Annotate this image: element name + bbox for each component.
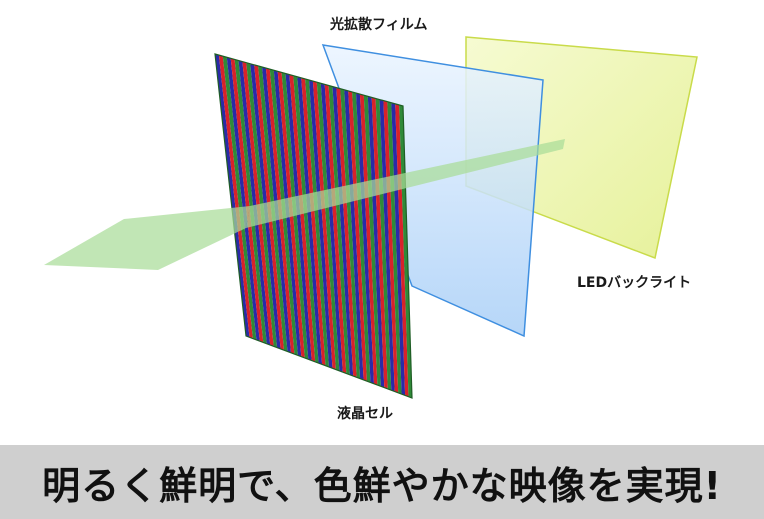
lcd-stripe <box>340 88 361 379</box>
lcd-stripe <box>226 57 260 342</box>
light-arrow-body <box>246 139 565 228</box>
lcd-stripe <box>363 95 381 387</box>
headline-text: 明るく鮮明で、色鮮やかな映像を実現! <box>42 464 722 508</box>
lcd-stripe <box>387 101 402 395</box>
lcd-label: 液晶セル <box>337 406 393 422</box>
lcd-stripe <box>238 60 271 345</box>
lcd-stripe <box>371 97 388 390</box>
lcd-stripe <box>285 73 312 361</box>
lcd-stripe <box>375 98 392 391</box>
lcd-stripe <box>344 89 364 380</box>
backlight-label: LEDバックライト <box>577 275 692 291</box>
lcd-stripe <box>332 86 354 376</box>
lcd-stripe <box>328 85 350 375</box>
lcd-stripe <box>352 91 371 383</box>
layer-diagram <box>44 36 698 399</box>
lcd-stripe <box>379 99 395 392</box>
lcd-stripe <box>242 61 274 347</box>
lcd-stripe <box>222 56 257 340</box>
lcd-stripe <box>356 93 374 384</box>
lcd-stripe <box>281 72 309 360</box>
lcd-stripe <box>215 54 250 338</box>
lcd-stripe <box>309 80 333 369</box>
lcd-stripe <box>324 84 347 374</box>
lcd-stripe <box>348 90 367 382</box>
lcd-stripe <box>383 100 399 393</box>
light-arrow-head <box>44 206 250 270</box>
headline-banner: 明るく鮮明で、色鮮やかな映像を実現! <box>0 445 764 519</box>
diffuser-label: 光拡散フィルム <box>330 17 428 33</box>
diagram-stage: 光拡散フィルム LEDバックライト 液晶セル <box>44 17 698 422</box>
lcd-stripe <box>289 74 316 362</box>
lcd-stripe <box>336 87 357 378</box>
lcd-stripe <box>218 55 253 339</box>
lcd-stripe <box>367 96 385 388</box>
lcd-stripe <box>312 81 336 370</box>
lcd-stripe <box>359 94 378 386</box>
lcd-stripe <box>297 76 323 365</box>
lcd-stripe <box>230 58 264 343</box>
lcd-stripe <box>301 77 326 366</box>
lcd-stripe <box>305 78 329 368</box>
lcd-stripe <box>316 82 340 371</box>
lcd-stripe <box>234 59 267 344</box>
lcd-stripe <box>320 83 343 373</box>
lcd-cell-panel <box>214 53 413 399</box>
lcd-stripe <box>293 75 319 364</box>
